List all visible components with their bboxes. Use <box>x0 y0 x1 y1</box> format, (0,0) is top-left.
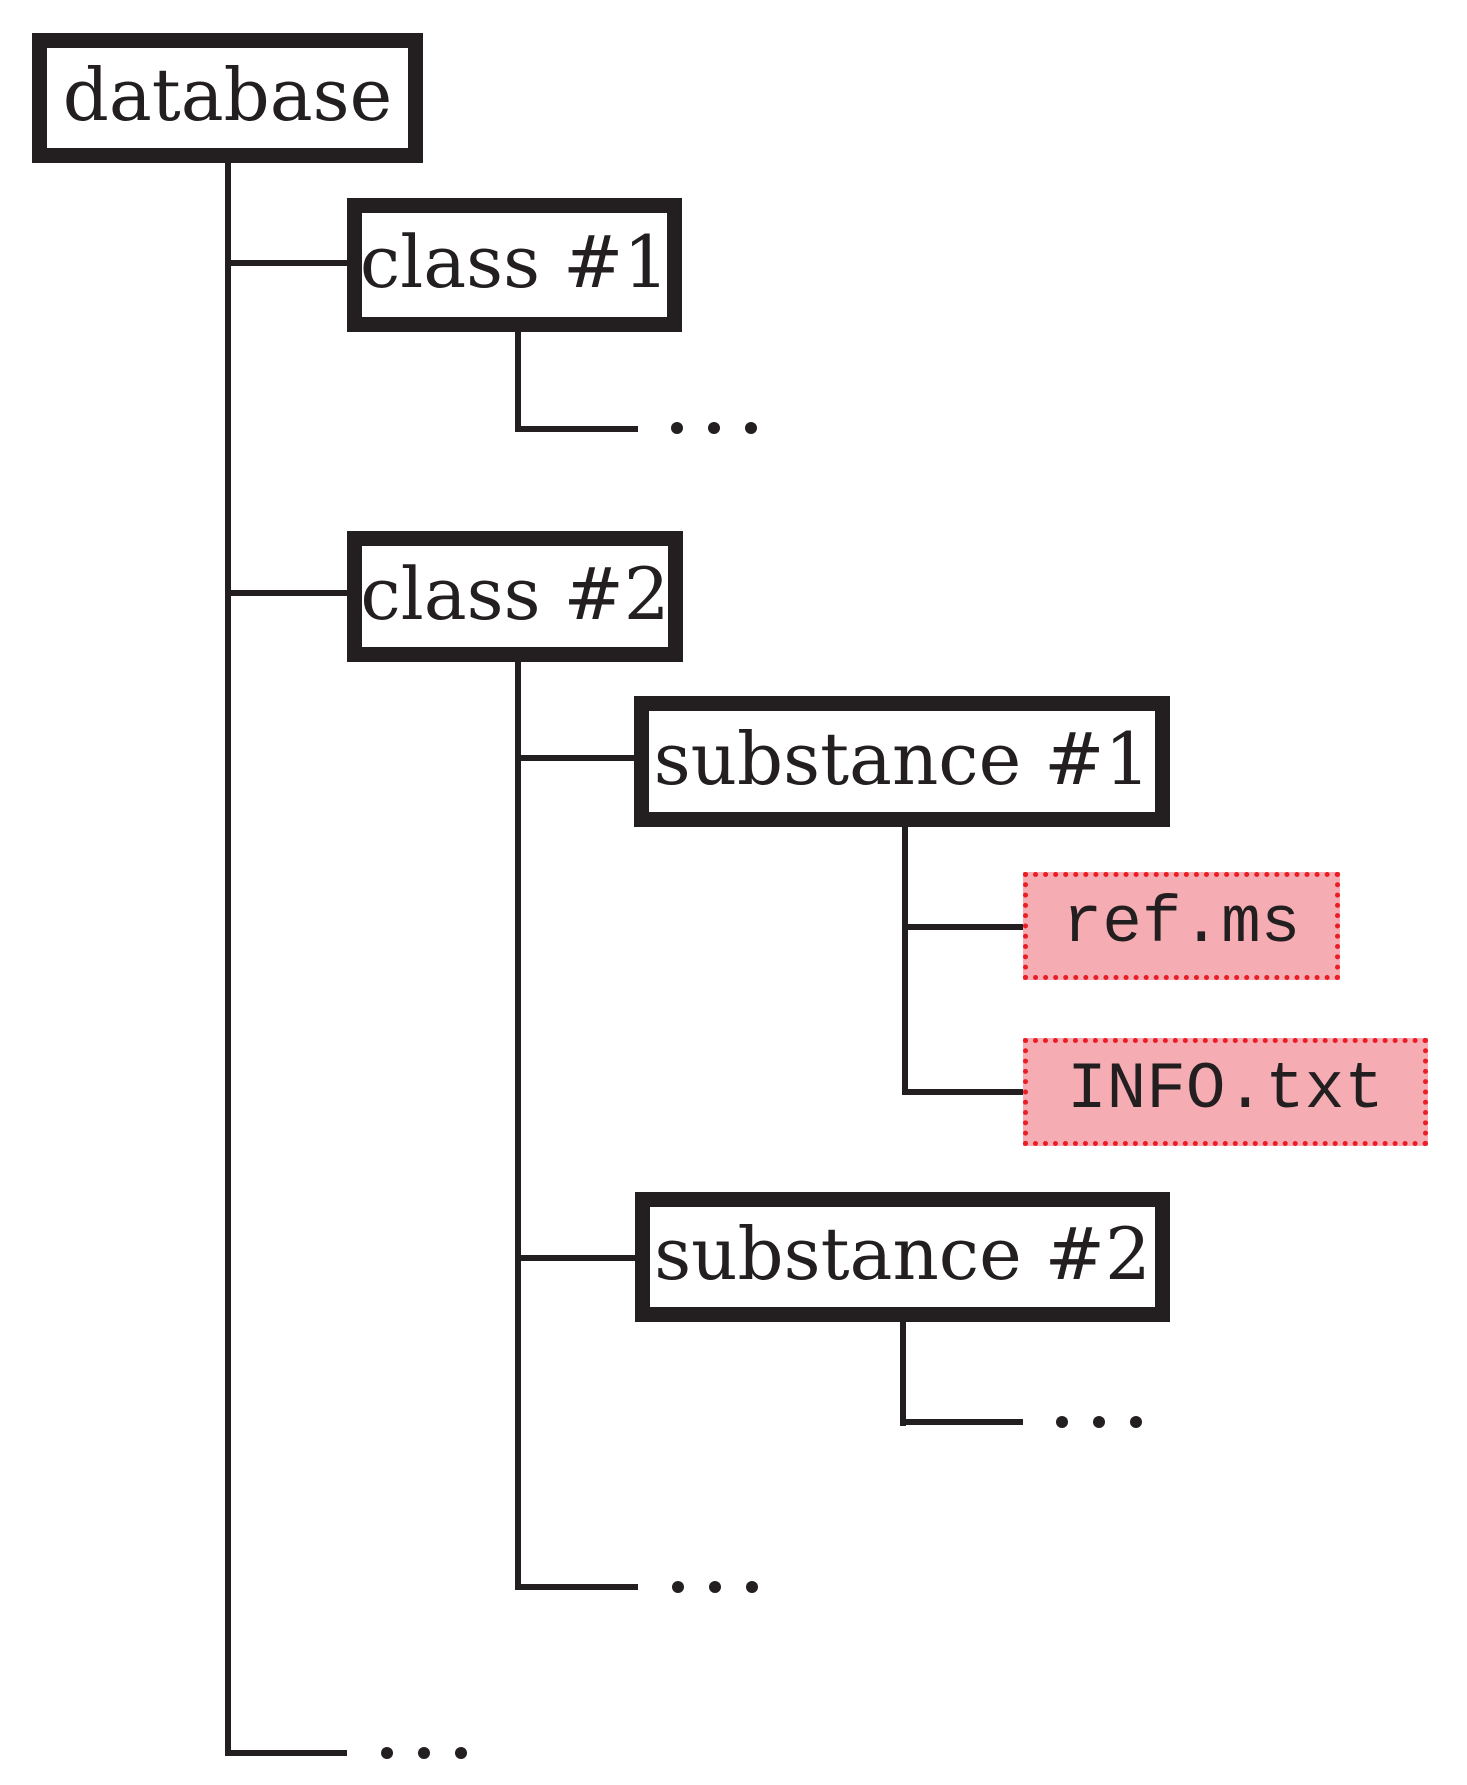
node-database-label: database <box>62 53 393 137</box>
connector-class2-trunk <box>515 662 521 1590</box>
ellipsis-database-children <box>381 1747 467 1759</box>
node-database: database <box>32 33 423 163</box>
ellipsis-class2-children <box>672 1581 758 1593</box>
node-file-refms-label: ref.ms <box>1062 886 1301 961</box>
node-file-infotxt-label: INFO.txt <box>1067 1052 1384 1127</box>
node-class1: class #1 <box>347 198 682 332</box>
connector-database-to-class1 <box>228 260 347 266</box>
node-class1-label: class #1 <box>359 220 670 304</box>
connector-class2-to-substance1 <box>518 755 634 761</box>
connector-class2-to-ellipsis <box>515 1584 638 1590</box>
node-class2-label: class #2 <box>360 551 670 636</box>
connector-database-trunk <box>225 163 231 1756</box>
connector-class1-trunk <box>515 332 521 432</box>
connector-substance2-trunk <box>900 1322 906 1426</box>
connector-substance1-to-refms <box>905 924 1023 930</box>
connector-class1-to-ellipsis <box>515 426 638 432</box>
connector-substance2-to-ellipsis <box>900 1419 1023 1425</box>
connector-substance1-to-infotxt <box>905 1089 1023 1095</box>
connector-database-to-ellipsis <box>225 1750 347 1756</box>
node-substance1-label: substance #1 <box>653 716 1151 801</box>
node-substance2-label: substance #2 <box>654 1212 1151 1296</box>
node-class2: class #2 <box>347 531 683 662</box>
connector-class2-to-substance2 <box>518 1255 635 1261</box>
connector-substance1-trunk <box>902 827 908 1095</box>
node-substance2: substance #2 <box>635 1192 1170 1322</box>
connector-database-to-class2 <box>228 590 347 596</box>
node-file-infotxt: INFO.txt <box>1023 1038 1428 1146</box>
node-substance1: substance #1 <box>634 696 1170 827</box>
ellipsis-substance2-children <box>1056 1416 1142 1428</box>
node-file-refms: ref.ms <box>1023 872 1340 980</box>
ellipsis-class1-children <box>671 422 757 434</box>
